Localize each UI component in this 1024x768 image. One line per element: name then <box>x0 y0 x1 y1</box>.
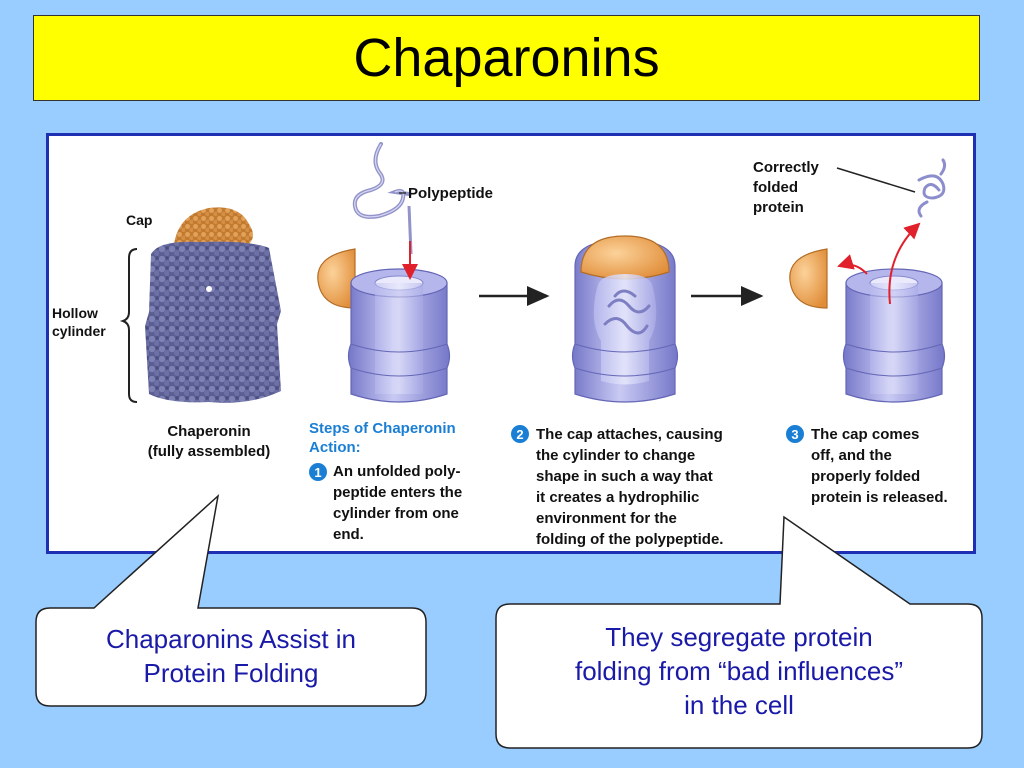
step-3-number: 3 <box>791 427 798 442</box>
step-3-line-1: The cap comes <box>811 426 919 443</box>
steps-heading-2: Action: <box>309 439 361 456</box>
correctly-folded-label-3: protein <box>753 199 804 216</box>
chaperonin-diagram: Cap Hollow cylinder Chaperonin (fully as… <box>52 142 948 548</box>
stage-2-cylinder <box>571 235 679 403</box>
step-2-line-4: it creates a hydrophilic <box>536 489 699 506</box>
step-1-line-4: end. <box>333 526 364 543</box>
step-2: 2 The cap attaches, causing the cylinder… <box>511 425 723 548</box>
right-callout-line-1: They segregate protein <box>605 622 873 652</box>
right-callout-line-2: folding from “bad influences” <box>574 656 904 686</box>
step-2-line-3: shape in such a way that <box>536 468 713 485</box>
step-2-line-5: environment for the <box>536 510 677 527</box>
chaperonin-label-1: Chaperonin <box>167 423 250 440</box>
hollow-label-2: cylinder <box>52 323 106 339</box>
hollow-cylinder-bracket <box>119 248 138 403</box>
step-1-line-2: peptide enters the <box>333 484 462 501</box>
cap-molecule <box>174 207 253 244</box>
correctly-folded-label-2: folded <box>753 179 798 196</box>
polypeptide-label: Polypeptide <box>408 185 493 202</box>
left-callout-bubble <box>35 493 427 707</box>
slide-title: Chaparonins <box>353 28 660 88</box>
chaperonin-molecule <box>145 207 281 403</box>
chaperonin-figure: Cap Hollow cylinder Chaperonin (fully as… <box>46 133 976 554</box>
step-2-number: 2 <box>516 427 523 442</box>
step-2-line-6: folding of the polypeptide. <box>536 531 723 548</box>
step-3-line-2: off, and the <box>811 447 892 464</box>
step-3: 3 The cap comes off, and the properly fo… <box>786 425 948 506</box>
step-3-line-3: properly folded <box>811 468 920 485</box>
cap-label: Cap <box>126 212 152 228</box>
right-callout-line-3: in the cell <box>684 690 794 720</box>
step-2-line-1: The cap attaches, causing <box>536 426 723 443</box>
correctly-folded-label-1: Correctly <box>753 159 820 176</box>
left-callout-line-2: Protein Folding <box>143 658 319 688</box>
title-bar: Chaparonins <box>33 15 980 101</box>
step-1-number: 1 <box>314 465 321 480</box>
right-callout-bubble <box>495 515 983 749</box>
cylinder-molecule <box>145 241 281 403</box>
chaperonin-label-2: (fully assembled) <box>148 443 271 460</box>
step-1-line-1: An unfolded poly- <box>333 463 460 480</box>
step-1: 1 An unfolded poly- peptide enters the c… <box>309 463 462 543</box>
hollow-label-1: Hollow <box>52 305 98 321</box>
folded-protein <box>917 158 947 218</box>
step-1-line-3: cylinder from one <box>333 505 459 522</box>
stage-1-cylinder: Polypeptide <box>317 142 493 403</box>
stage-3-cylinder: Correctly folded protein <box>753 158 947 403</box>
steps-heading-1: Steps of Chaperonin <box>309 420 456 437</box>
step-3-line-4: protein is released. <box>811 489 948 506</box>
cap-shape-1 <box>317 248 356 309</box>
left-callout-line-1: Chaparonins Assist in <box>105 624 357 654</box>
step-2-line-2: the cylinder to change <box>536 447 695 464</box>
cap-shape-3 <box>789 248 828 309</box>
folding-polypeptide <box>603 289 651 335</box>
left-callout-text: Chaparonins Assist in Protein Folding <box>36 622 426 690</box>
right-callout-text: They segregate protein folding from “bad… <box>496 620 982 722</box>
